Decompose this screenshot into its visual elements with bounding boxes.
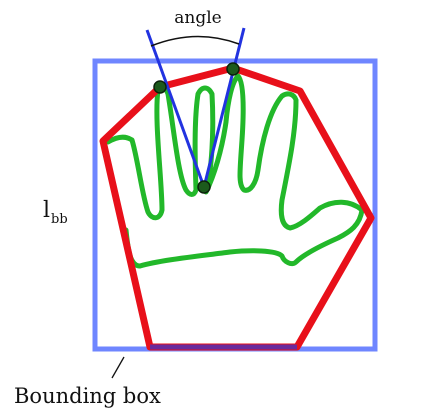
angle-label: angle: [174, 8, 221, 28]
angle-line-right: [202, 27, 246, 188]
angle-arc: [150, 35, 240, 47]
convex-hull: [99, 64, 375, 351]
bounding-box-label: Bounding box: [14, 384, 161, 408]
angle-line-left: [145, 29, 206, 188]
valley-point: [197, 180, 211, 194]
fingertip-point-right: [226, 62, 240, 76]
bounding-box-pointer: [111, 356, 125, 379]
lbb-label: l: [43, 198, 50, 223]
fingertip-point-left: [153, 80, 167, 94]
lbb-subscript: bb: [51, 212, 68, 227]
